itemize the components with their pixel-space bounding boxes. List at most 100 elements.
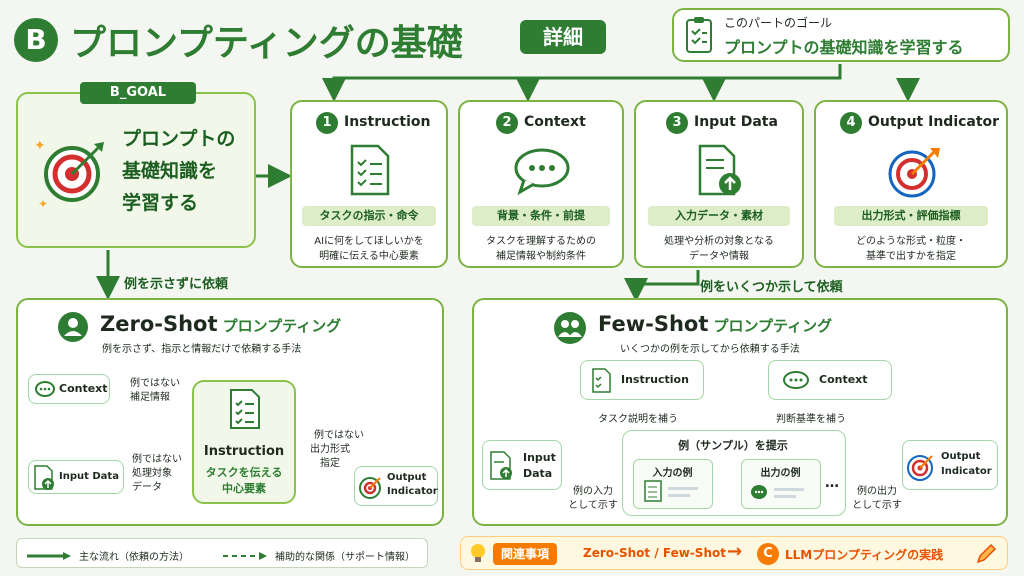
element-num: 2 [496, 112, 518, 134]
instruction-note: タスク説明を補う [598, 414, 678, 425]
zero-instruction-node: Instruction タスクを伝える 中心要素 [192, 380, 296, 504]
example-ellipsis: … [825, 475, 839, 491]
input-note-1: 例の入力 [573, 486, 613, 497]
context-note-1: 例ではない [130, 378, 180, 389]
output-note-2: として示す [852, 500, 902, 511]
element-desc-1: 処理や分析の対象となる [664, 236, 774, 247]
few-shot-subtitle: いくつかの例を示してから依頼する手法 [620, 344, 800, 355]
example-box: 例（サンプル）を提示 入力の例 出力の例 … [622, 430, 846, 516]
related-badge: C [757, 543, 779, 565]
zero-shot-panel: Zero-Shot プロンプティング 例を示さず、指示と情報だけで依頼する手法 … [16, 298, 444, 526]
related-bar: 関連事項 Zero-Shot / Few-Shot → C LLMプロンプティン… [460, 536, 1008, 570]
svg-text:✦: ✦ [34, 138, 46, 154]
element-num: 4 [840, 112, 862, 134]
example-title: 例（サンプル）を提示 [678, 439, 788, 452]
node-label: Context [59, 382, 108, 395]
element-title: Instruction [344, 114, 431, 130]
zero-output-node: Output Indicator [354, 466, 438, 506]
node-sub-2: 中心要素 [222, 482, 266, 495]
arrow-right-icon: → [727, 541, 743, 562]
element-desc-1: AIに何をしてほしいかを [314, 236, 424, 247]
goal-text-3: 学習する [122, 192, 199, 214]
node-label-2: Indicator [941, 466, 992, 477]
few-shot-title-jp: プロンプティング [713, 317, 833, 335]
input-note-1: 例ではない [132, 454, 182, 465]
page-title: プロンプティングの基礎 [70, 23, 463, 64]
element-num: 1 [316, 112, 338, 134]
context-note-2: 補足情報 [130, 392, 170, 403]
element-card-instruction: 1 Instruction タスクの指示・命令 AIに何をしてほしいかを 明確に… [290, 100, 448, 268]
node-label-1: Output [387, 472, 427, 483]
goal-box: B_GOAL ✦ ✦ プロンプトの 基礎知識を 学習する [16, 82, 256, 248]
node-title: Instruction [203, 444, 285, 459]
part-goal-box: このパートのゴール プロンプトの基礎知識を学習する [672, 8, 1010, 62]
element-desc-1: どのような形式・粒度・ [856, 236, 966, 247]
element-desc-2: 基準で出すかを指定 [866, 251, 956, 262]
node-label: Context [819, 373, 868, 386]
related-target: LLMプロンプティングの実践 [785, 548, 944, 562]
example-input-label: 入力の例 [652, 468, 693, 479]
context-note: 判断基準を補う [776, 414, 846, 425]
zero-input-node: Input Data [28, 460, 124, 494]
element-card-context: 2 Context 背景・条件・前提 タスクを理解するための 補足情報や制約条件 [458, 100, 624, 268]
few-context-node: Context [768, 360, 892, 400]
input-note-2: 処理対象 [132, 468, 172, 479]
element-desc-2: 補足情報や制約条件 [496, 251, 586, 262]
output-note-1: 例ではない [314, 430, 364, 441]
element-desc-2: データや情報 [689, 251, 749, 262]
goal-label: B_GOAL [80, 82, 196, 104]
example-input: 入力の例 [633, 459, 713, 509]
zero-shot-arrow-label: 例を示さずに依頼 [124, 277, 229, 292]
element-card-output-indicator: 4 Output Indicator 出力形式・評価指標 どのような形式・粒度・… [814, 100, 1008, 268]
few-output-node: Output Indicator [902, 440, 998, 490]
node-label-2: Indicator [387, 486, 438, 497]
input-note-3: データ [132, 482, 162, 493]
legend-dashed-label: 補助的な関係（サポート情報） [275, 552, 415, 563]
related-label: 関連事項 [493, 543, 558, 565]
few-shot-title: Few-Shot プロンプティング [598, 312, 832, 336]
example-output: 出力の例 [741, 459, 821, 509]
goal-text-1: プロンプトの [122, 128, 236, 150]
node-label: Instruction [621, 373, 689, 386]
node-sub-1: タスクを伝える [205, 466, 283, 479]
svg-text:✦: ✦ [38, 197, 48, 211]
element-card-input-data: 3 Input Data 入力データ・素材 処理や分析の対象となる データや情報 [634, 100, 804, 268]
detail-tag: 詳細 [520, 20, 606, 54]
few-shot-panel: Few-Shot プロンプティング いくつかの例を示してから依頼する手法 Ins… [472, 298, 1008, 526]
example-output-label: 出力の例 [760, 468, 801, 479]
few-input-node: Input Data [482, 440, 562, 490]
zero-shot-title: Zero-Shot プロンプティング [100, 312, 341, 336]
zero-shot-title-en: Zero-Shot [100, 312, 218, 336]
node-label: Input Data [59, 471, 119, 482]
element-tag: 入力データ・素材 [648, 206, 790, 226]
element-tag: 背景・条件・前提 [472, 206, 610, 226]
zero-shot-title-jp: プロンプティング [222, 317, 342, 335]
zero-context-node: Context [28, 374, 110, 404]
goal-text: プロンプトの基礎知識を学習する [724, 38, 964, 57]
few-shot-title-en: Few-Shot [598, 312, 709, 336]
element-desc-1: タスクを理解するための [486, 236, 596, 247]
node-label-1: Input [523, 451, 556, 464]
output-note-3: 指定 [320, 458, 340, 469]
element-desc-2: 明確に伝える中心要素 [319, 251, 419, 262]
element-num: 3 [666, 112, 688, 134]
related-text: Zero-Shot / Few-Shot [583, 546, 726, 560]
target-icon: ✦ ✦ [32, 130, 112, 211]
element-title: Input Data [694, 114, 778, 130]
node-label-2: Data [523, 467, 553, 480]
clipboard-icon [684, 16, 714, 54]
part-badge: B [14, 18, 58, 62]
goal-text-2: 基礎知識を [122, 160, 218, 182]
element-title: Output Indicator [868, 114, 1000, 130]
legend-solid-label: 主な流れ（依頼の方法） [79, 552, 189, 563]
goal-caption: このパートのゴール [724, 16, 833, 30]
few-instruction-node: Instruction [580, 360, 704, 400]
legend: 主な流れ（依頼の方法） 補助的な関係（サポート情報） [16, 538, 428, 568]
element-tag: 出力形式・評価指標 [834, 206, 988, 226]
element-title: Context [524, 114, 586, 130]
node-label-1: Output [941, 451, 981, 462]
output-note-2: 出力形式 [310, 444, 350, 455]
output-note-1: 例の出力 [857, 486, 897, 497]
element-tag: タスクの指示・命令 [302, 206, 436, 226]
zero-shot-subtitle: 例を示さず、指示と情報だけで依頼する手法 [102, 344, 302, 355]
